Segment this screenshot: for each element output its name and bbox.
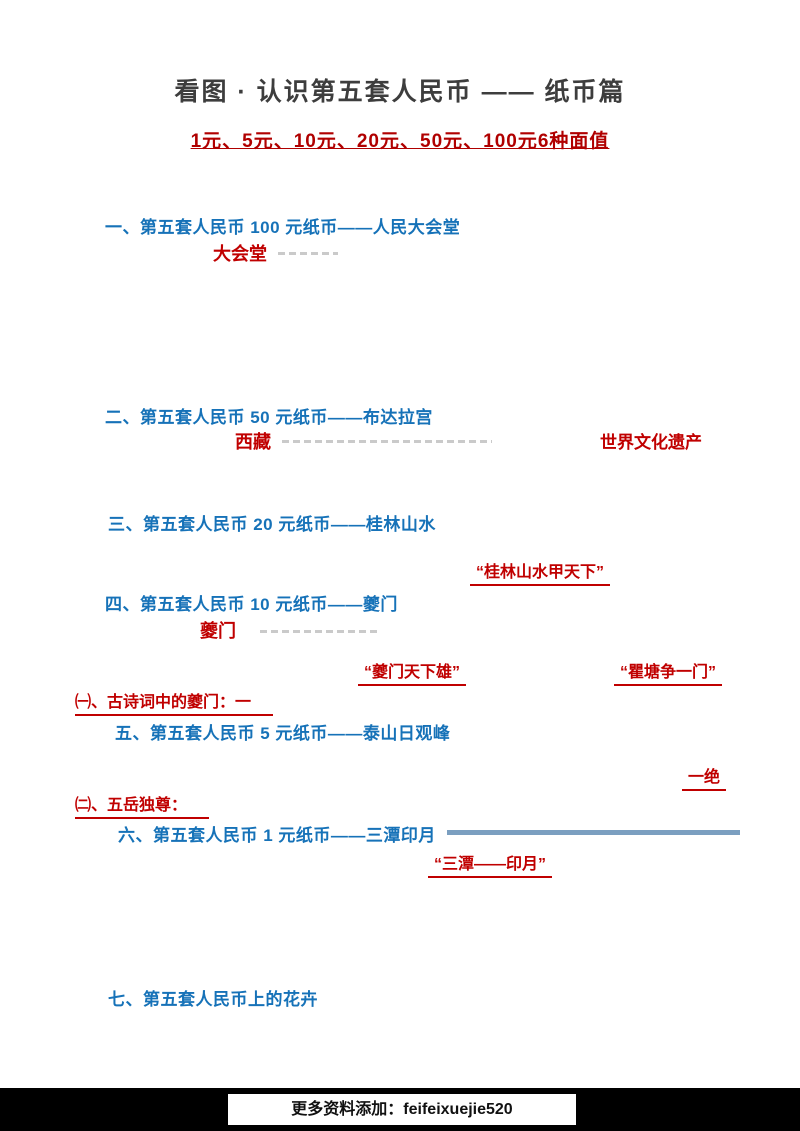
keyword-10yuan: 夔门 (200, 621, 236, 641)
sidenote-5yuan: ㈡、五岳独尊： (75, 791, 210, 819)
keyword-100yuan: 大会堂 (213, 244, 267, 264)
faint-text-artifact (282, 440, 492, 443)
footer-contact: 更多资料添加：feifeixuejie520 (228, 1094, 576, 1125)
section-heading-20yuan: 三、第五套人民币 20 元纸币——桂林山水 (108, 515, 436, 534)
keyword-50yuan: 西藏 (235, 432, 271, 452)
section-heading-10yuan: 四、第五套人民币 10 元纸币——夔门 (105, 595, 398, 614)
heading-rule-line (447, 830, 740, 835)
quote-10yuan-1: “夔门天下雄” (358, 658, 467, 686)
section-heading-flowers: 七、第五套人民币上的花卉 (108, 990, 318, 1009)
quote-1yuan: “三潭——印月” (428, 850, 553, 878)
page-title: 看图 · 认识第五套人民币 —— 纸币篇 (174, 78, 626, 106)
note-50yuan: 世界文化遗产 (600, 433, 702, 452)
page-subtitle: 1元、5元、10元、20元、50元、100元6种面值 (190, 131, 610, 152)
section-heading-50yuan: 二、第五套人民币 50 元纸币——布达拉宫 (105, 408, 433, 427)
section-heading-5yuan: 五、第五套人民币 5 元纸币——泰山日观峰 (115, 724, 451, 743)
quote-20yuan: “桂林山水甲天下” (470, 558, 611, 586)
section-heading-100yuan: 一、第五套人民币 100 元纸币——人民大会堂 (105, 218, 461, 237)
quote-10yuan-2: “瞿塘争一门” (614, 658, 723, 686)
sidenote-10yuan: ㈠、古诗词中的夔门：一 (75, 688, 274, 716)
section-heading-1yuan: 六、第五套人民币 1 元纸币——三潭印月 (118, 826, 436, 845)
faint-text-artifact (278, 252, 338, 255)
keyword-5yuan: 一绝 (682, 763, 727, 791)
faint-text-artifact (260, 630, 380, 633)
